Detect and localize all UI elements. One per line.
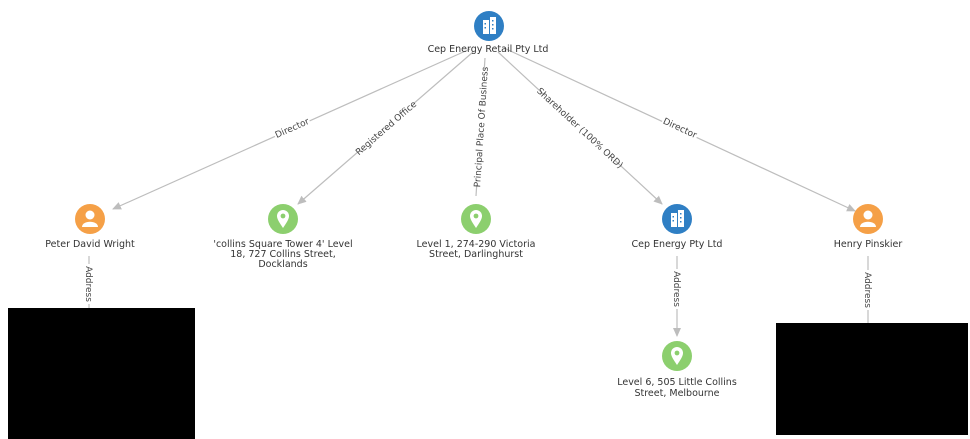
edge-shareholder[interactable]: Shareholder (100% ORD): [497, 51, 663, 205]
edge-label-shareholder: Shareholder (100% ORD): [534, 87, 624, 171]
edge-director-henry[interactable]: Director: [503, 47, 856, 212]
node-cep-energy-retail[interactable]: Cep Energy Retail Pty Ltd: [428, 11, 549, 55]
edge-label-address: Address: [862, 272, 872, 308]
edge-label-address: Address: [83, 266, 93, 302]
node-cep-energy[interactable]: Cep Energy Pty Ltd: [632, 204, 723, 250]
redacted-box-left: [8, 308, 195, 439]
edge-label-registered-office: Registered Office: [354, 99, 419, 158]
edge-director-peter[interactable]: Director: [112, 48, 471, 210]
node-label-line: 18, 727 Collins Street,: [230, 249, 336, 260]
node-address-collins-square[interactable]: 'collins Square Tower 4' Level 18, 727 C…: [213, 204, 353, 270]
node-label-line: Level 6, 505 Little Collins: [617, 377, 737, 388]
building-icon: [662, 204, 692, 234]
edge-peter-address[interactable]: Address: [83, 256, 96, 312]
node-peter-david-wright[interactable]: Peter David Wright: [45, 204, 135, 250]
node-label: Cep Energy Pty Ltd: [632, 239, 723, 250]
node-address-little-collins[interactable]: Level 6, 505 Little Collins Street, Melb…: [617, 341, 737, 399]
node-label-line: Level 1, 274-290 Victoria: [417, 239, 536, 250]
node-henry-pinskier[interactable]: Henry Pinskier: [834, 204, 903, 250]
node-label-line: Street, Melbourne: [634, 388, 719, 399]
person-icon: [853, 204, 883, 234]
edge-registered-office[interactable]: Registered Office: [297, 51, 474, 205]
edge-label-address: Address: [671, 271, 681, 307]
node-label-line: Street, Darlinghurst: [429, 249, 523, 260]
node-label: Henry Pinskier: [834, 239, 903, 250]
edge-henry-address[interactable]: Address: [862, 256, 875, 323]
map-pin-icon: [662, 341, 692, 371]
person-icon: [75, 204, 105, 234]
node-label: Cep Energy Retail Pty Ltd: [428, 44, 549, 55]
redacted-box-right: [776, 323, 968, 435]
node-label: Peter David Wright: [45, 239, 135, 250]
node-address-victoria-street[interactable]: Level 1, 274-290 Victoria Street, Darlin…: [417, 204, 536, 260]
node-label-line: Docklands: [258, 259, 307, 270]
edge-energy-address[interactable]: Address: [671, 256, 684, 337]
map-pin-icon: [461, 204, 491, 234]
edge-principal-place[interactable]: Principal Place Of Business: [470, 57, 491, 197]
building-icon: [474, 11, 504, 41]
map-pin-icon: [268, 204, 298, 234]
node-label-line: 'collins Square Tower 4' Level: [213, 239, 352, 250]
